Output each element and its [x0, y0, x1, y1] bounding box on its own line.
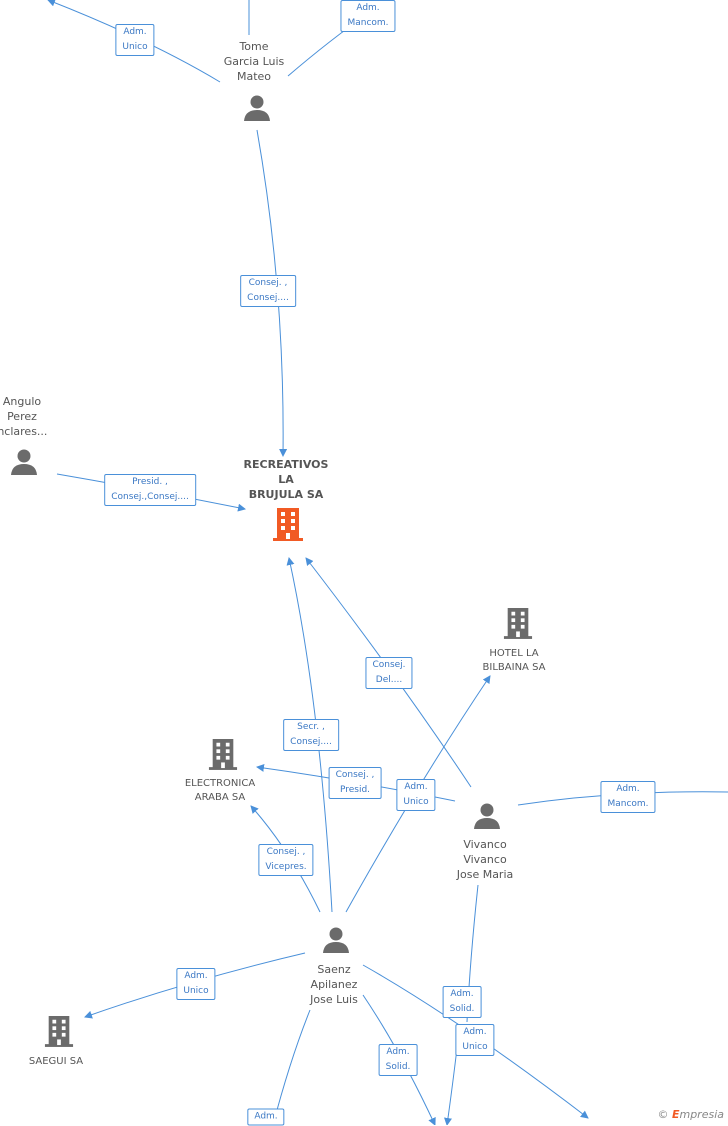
- node-label-line: Angulo: [2, 395, 42, 408]
- node-label-line: Vivanco: [463, 853, 507, 866]
- edge-label-line: Presid.: [339, 785, 371, 795]
- node-label-recreativos[interactable]: RECREATIVOS LA BRUJULA SA: [244, 457, 329, 502]
- node-label-line: LA: [278, 473, 294, 486]
- node-label-line: Jose Luis: [310, 993, 358, 1006]
- edge-saenz-recreativos: [286, 557, 333, 913]
- edge-label-presid-consej[interactable]: Presid. , Consej.,Consej....: [104, 474, 196, 506]
- edge-label-line: Secr. ,: [297, 722, 325, 732]
- edge-label-line: Adm.: [450, 989, 474, 999]
- person-icon-vivanco[interactable]: [472, 801, 502, 835]
- edge-label-line: Adm.: [404, 782, 428, 792]
- person-icon-tome[interactable]: [242, 93, 272, 127]
- edge-label-line: Consej. ,: [335, 770, 375, 780]
- node-label-electronica[interactable]: ELECTRONICA ARABA SA: [185, 777, 255, 805]
- brand-name: mpresia: [679, 1108, 724, 1121]
- node-label-line: SAEGUI SA: [28, 1056, 84, 1067]
- edge-label-line: Adm.: [463, 1027, 487, 1037]
- edge-label-line: Mancom.: [607, 799, 649, 809]
- edge-label-line: Adm.: [123, 27, 147, 37]
- person-icon-saenz[interactable]: [321, 925, 351, 959]
- node-label-vivanco[interactable]: Vivanco Vivanco Jose Maria: [457, 837, 514, 882]
- node-label-saegui[interactable]: SAEGUI SA: [29, 1055, 83, 1069]
- edge-label-line: Adm.: [616, 784, 640, 794]
- node-label-line: Garcia Luis: [223, 55, 285, 68]
- edge-label-consej-del[interactable]: Consej. Del....: [365, 657, 413, 689]
- person-icon-angulo[interactable]: [9, 447, 39, 481]
- building-icon-saegui[interactable]: [44, 1014, 74, 1052]
- edge-label-adm-unico[interactable]: Adm. Unico: [455, 1024, 495, 1056]
- edge-label-line: Presid. ,: [132, 477, 168, 487]
- brand-logo[interactable]: © Empresia: [657, 1108, 724, 1121]
- edge-label-adm-unico[interactable]: Adm. Unico: [176, 968, 216, 1000]
- node-label-line: anclares...: [0, 425, 48, 438]
- node-label-line: Vivanco: [463, 838, 507, 851]
- edge-label-secr-consej[interactable]: Secr. , Consej....: [283, 719, 339, 751]
- node-label-line: ELECTRONICA: [184, 778, 256, 789]
- node-label-line: RECREATIVOS: [243, 458, 329, 471]
- edge-label-consej-presid[interactable]: Consej. , Presid.: [328, 767, 382, 799]
- edge-label-line: Consej....: [290, 737, 332, 747]
- node-label-line: BRUJULA SA: [248, 488, 324, 501]
- node-label-line: HOTEL LA: [489, 648, 539, 659]
- edge-label-adm-mancom[interactable]: Adm. Mancom.: [600, 781, 656, 813]
- edge-label-adm-solid[interactable]: Adm. Solid.: [442, 986, 482, 1018]
- node-label-hotel[interactable]: HOTEL LA BILBAINA SA: [483, 647, 546, 675]
- edge-label-line: Consej. ,: [266, 847, 306, 857]
- node-label-line: Mateo: [236, 70, 272, 83]
- node-label-line: Jose Maria: [456, 868, 514, 881]
- edge-label-line: Consej.,Consej....: [111, 492, 189, 502]
- edge-label-adm-unico[interactable]: Adm. Unico: [115, 24, 155, 56]
- edge-label-line: Adm.: [254, 1111, 278, 1122]
- edge-label-line: Unico: [122, 42, 148, 52]
- edge-label-adm-mancom[interactable]: Adm. Mancom.: [340, 0, 396, 32]
- edge-label-line: Solid.: [385, 1062, 411, 1072]
- edge-label-line: Mancom.: [347, 18, 389, 28]
- edge-label-line: Vicepres.: [265, 862, 307, 872]
- edge-label-line: Unico: [183, 986, 209, 996]
- edge-label-line: Del....: [375, 675, 403, 685]
- node-label-angulo[interactable]: Angulo Perez anclares...: [0, 394, 47, 439]
- building-icon-electronica[interactable]: [208, 737, 238, 775]
- edge-label-line: Adm.: [356, 3, 380, 13]
- building-icon-recreativos[interactable]: [272, 506, 304, 546]
- copyright-icon: ©: [657, 1108, 669, 1121]
- edge-label-line: Adm.: [386, 1047, 410, 1057]
- node-label-line: Apilanez: [310, 978, 358, 991]
- edge-label-line: Unico: [403, 797, 429, 807]
- brand-initial: E: [671, 1108, 680, 1121]
- edge-label-line: Consej....: [247, 293, 289, 303]
- edge-label-line: Solid.: [449, 1004, 475, 1014]
- node-label-saenz[interactable]: Saenz Apilanez Jose Luis: [310, 962, 358, 1007]
- node-label-line: ARABA SA: [194, 792, 246, 803]
- node-label-line: Tome: [239, 40, 269, 53]
- node-label-line: Perez: [7, 410, 37, 423]
- edge-label-line: Unico: [462, 1042, 488, 1052]
- node-label-tome[interactable]: Tome Garcia Luis Mateo: [224, 39, 285, 84]
- edge-label-adm-solid[interactable]: Adm. Solid.: [378, 1044, 418, 1076]
- edge-label-line: Adm.: [184, 971, 208, 981]
- building-icon-hotel[interactable]: [503, 606, 533, 644]
- node-label-line: BILBAINA SA: [482, 662, 546, 673]
- edge-label-adm[interactable]: Adm.: [247, 1108, 285, 1126]
- edge-label-line: Consej. ,: [248, 278, 288, 288]
- node-label-line: Saenz: [317, 963, 351, 976]
- edge-label-consej[interactable]: Consej. , Consej....: [240, 275, 296, 307]
- edge-label-adm-unico[interactable]: Adm. Unico: [396, 779, 436, 811]
- edge-label-line: Consej.: [372, 660, 406, 670]
- edge-label-consej-vicepres[interactable]: Consej. , Vicepres.: [258, 844, 314, 876]
